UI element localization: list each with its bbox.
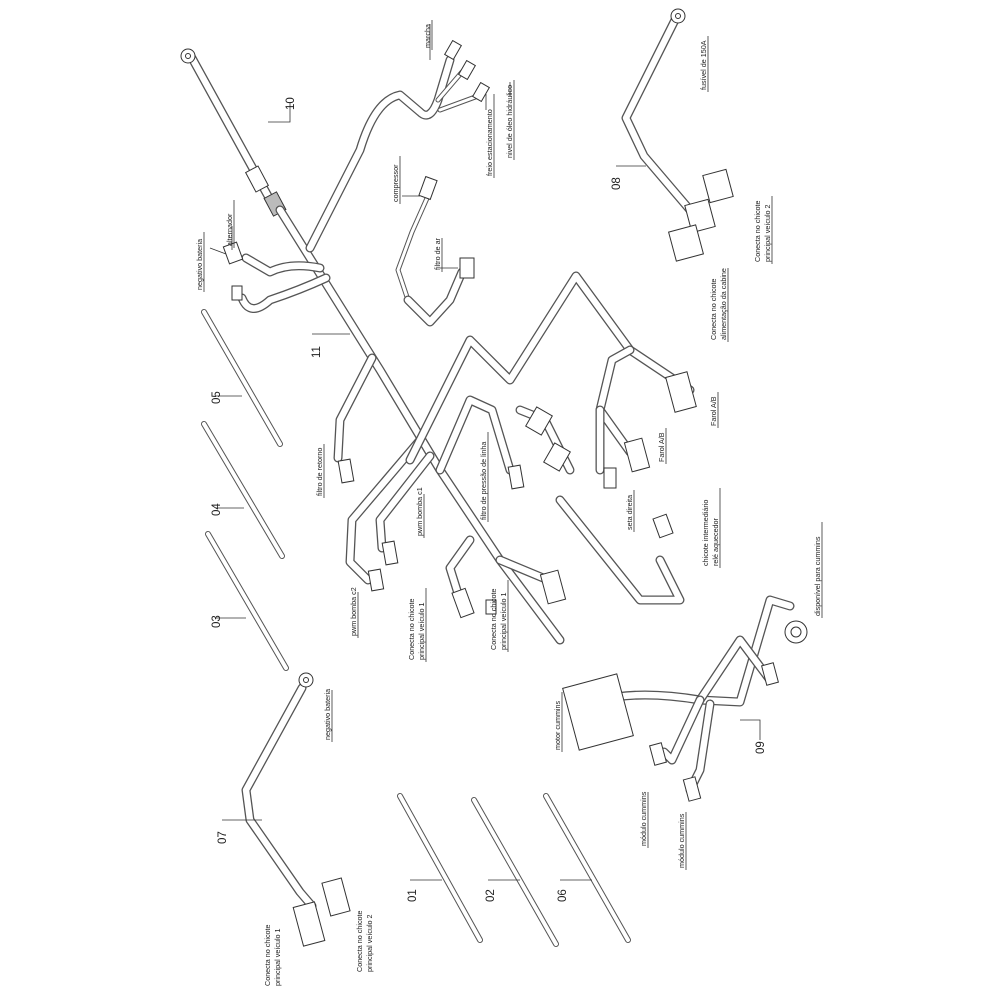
label-conecta-pv1-a-line1: Conecta no chicote [407,598,416,660]
label-negativo-bateria-07: negativo bateria [323,689,332,740]
label-bl-conecta-pv1-line2: principal veículo 1 [273,928,282,986]
part-number-09: 09 [755,741,767,754]
label-modulo-cummins-1: módulo cummins [639,791,648,846]
label-farol-ab-right: Farol A/B [709,396,718,426]
label-conecta-pv2-line2: principal veículo 2 [763,204,772,262]
part-number-07: 07 [217,831,229,844]
label-negativo-bateria-top: negativo bateria [195,239,204,290]
leader-lines [209,24,761,881]
label-motor-cummins: motor cummins [553,700,562,750]
part-number-05: 05 [211,391,223,404]
label-alternador: alternador [225,213,234,246]
rod-02 [471,797,559,947]
label-nivel-oleo: nivel de óleo hidráulico [505,85,514,158]
label-filtro-pressao: filtro de pressão de linha [479,442,488,520]
part-number-04: 04 [211,503,223,516]
harness-09 [562,595,808,802]
label-underlines [203,20,823,870]
label-intermediario-line2: relé aquecedor [711,517,720,566]
part-number-06: 06 [557,889,569,902]
label-bl-conecta-pv2-line1: Conecta no chicote [355,910,364,972]
part-number-08: 08 [611,177,623,190]
part-number-02: 02 [485,889,497,902]
harness-11 [237,55,695,645]
rod-04 [201,421,285,559]
rod-06 [543,793,631,943]
part-number-11: 11 [311,346,323,358]
harness-08 [621,8,734,262]
label-marcha: marcha [423,24,432,48]
label-disponivel-cummins: disponível para cummins [813,536,822,616]
part-number-01: 01 [407,889,419,902]
label-filtro-ar: filtro de ar [433,237,442,270]
label-bl-conecta-pv2-line2: principal veículo 2 [365,914,374,972]
harness-11-connectors [222,39,697,619]
label-conecta-pv2-line1: Conecta no chicote [753,200,762,262]
label-alim-cabine-line1: Conecta no chicote [709,278,718,340]
label-bl-conecta-pv1-line1: Conecta no chicote [263,924,272,986]
label-fusivel: fusível de 150A [699,40,708,90]
label-filtro-retorno: filtro de retorno [315,448,324,496]
label-pwm-bomba-c2: pwm bomba c2 [349,587,358,636]
rod-03 [205,531,289,671]
label-conecta-pv1-b-line2: principal veículo 1 [499,592,508,650]
rod-05 [201,309,283,447]
rod-01 [397,793,483,943]
label-modulo-cummins-2: módulo cummins [677,813,686,868]
label-alim-cabine-line2: alimentação da cabine [719,268,728,340]
label-pwm-bomba-c1: pwm bomba c1 [415,487,424,536]
harness-10 [180,48,287,217]
label-farol-ab-left: Farol A/B [657,432,666,462]
part-number-03: 03 [211,615,223,628]
part-number-10: 10 [285,97,297,110]
label-freio-estacionamento: freio estacionamento [485,109,494,176]
harness-07 [241,672,351,947]
label-intermediario-line1: chicote intermediário [701,500,710,566]
label-seta-direita: seta direita [625,495,634,530]
label-compressor: compressor [391,164,400,202]
label-conecta-pv1-b-line1: Conecta no chicote [489,588,498,650]
label-conecta-pv1-a-line2: principal veículo 1 [417,602,426,660]
